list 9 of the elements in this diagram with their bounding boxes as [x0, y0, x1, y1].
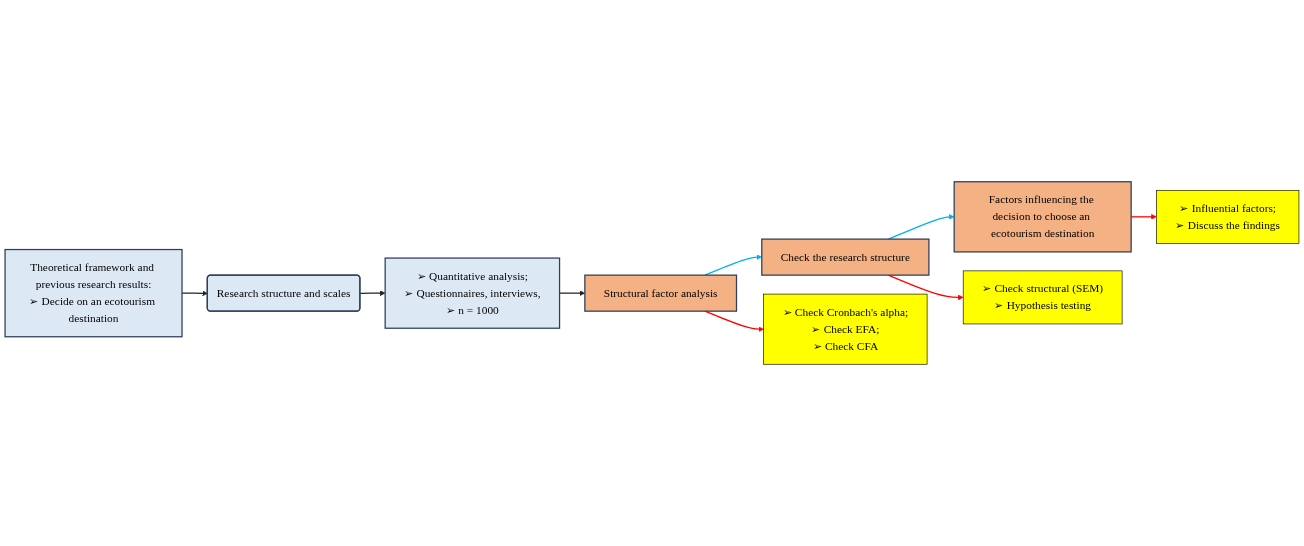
- node-box: Check the research structure: [761, 238, 930, 276]
- node-box: Theoretical framework and previous research results: ➢ Decide on an ecotourism destination: [4, 248, 183, 338]
- node-box: ➢ Influential factors; ➢ Discuss the findings: [1156, 189, 1300, 244]
- node-box: Structural factor analysis: [584, 274, 738, 312]
- node-box: ➢ Check structural (SEM) ➢ Hypothesis testing: [962, 270, 1123, 325]
- arrow: [359, 290, 386, 296]
- node-box: ➢ Quantitative analysis; ➢ Questionnaires, interviews, ➢ n = 1000: [384, 257, 561, 329]
- node-box: ➢ Check Cronbach's alpha; ➢ Check EFA; ➢ Check CFA: [763, 293, 928, 365]
- node-box: Factors influencing the decision to choose an ecotourism destination: [953, 181, 1132, 253]
